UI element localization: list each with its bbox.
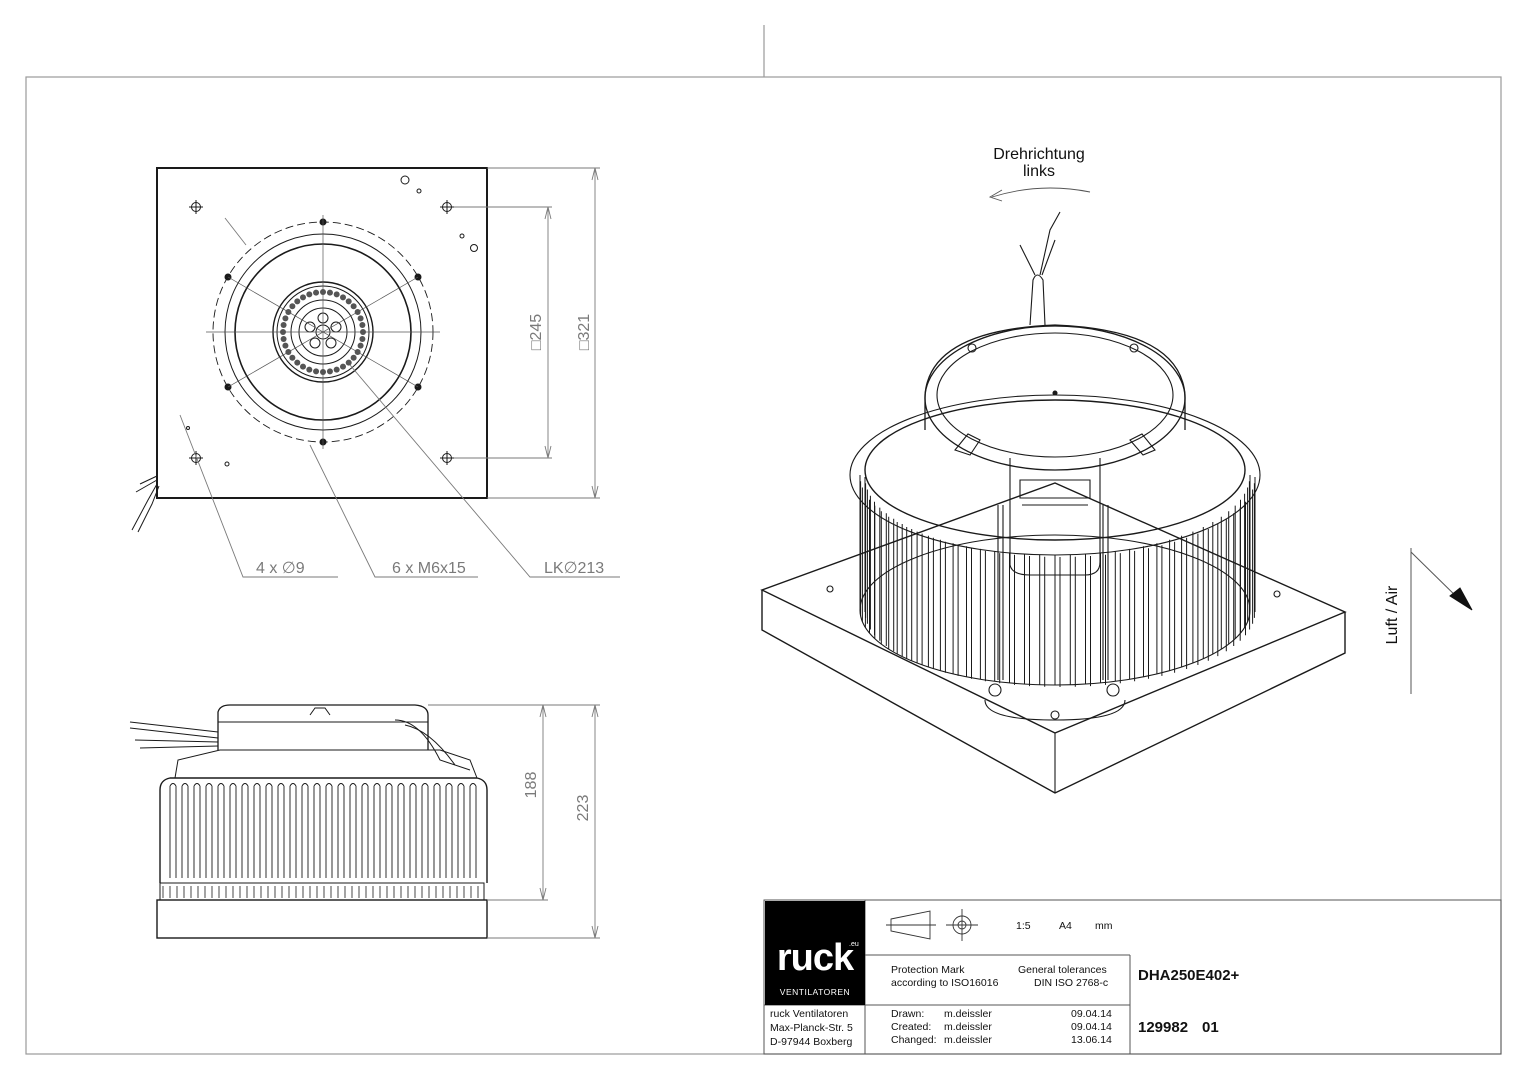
rotation-arrow <box>988 187 1091 202</box>
side-view <box>129 704 488 939</box>
product-code: DHA250E402+ <box>1138 967 1240 984</box>
revision: 01 <box>1202 1019 1219 1036</box>
top-view <box>131 167 488 533</box>
dim-outer-square: □321 <box>576 314 593 350</box>
rotation-label-1: Drehrichtung <box>993 146 1085 163</box>
dim-inner-square: □245 <box>528 314 545 350</box>
changed-date: 13.06.14 <box>1071 1034 1112 1046</box>
paper-size: A4 <box>1059 920 1072 932</box>
drawn-by: m.deissler <box>944 1008 992 1020</box>
company-street: Max-Planck-Str. 5 <box>770 1022 853 1034</box>
drawn-date: 09.04.14 <box>1071 1008 1112 1020</box>
created-date: 09.04.14 <box>1071 1021 1112 1033</box>
airflow-arrow <box>1410 548 1473 694</box>
tolerances-line1: General tolerances <box>1018 964 1107 976</box>
logo-subtitle: VENTILATOREN <box>779 987 851 997</box>
dim-threads: 6 x M6x15 <box>392 560 466 577</box>
dim-holes: 4 x ∅9 <box>256 560 305 577</box>
top-view-dimensions <box>179 167 620 578</box>
created-by: m.deissler <box>944 1021 992 1033</box>
unit-value: mm <box>1095 920 1113 932</box>
company-city: D-97944 Boxberg <box>770 1036 853 1048</box>
drawn-label: Drawn: <box>891 1008 925 1020</box>
projection-symbol-icon <box>886 909 978 941</box>
title-block-frame <box>763 899 1502 1055</box>
isometric-view <box>760 211 1347 794</box>
created-label: Created: <box>891 1021 932 1033</box>
drawing-number: 129982 <box>1138 1019 1189 1036</box>
top-view-dimension-labels: □245 □321 4 x ∅9 6 x M6x15 LK∅213 <box>256 314 604 577</box>
changed-by: m.deissler <box>944 1034 992 1046</box>
dim-height-body: 188 <box>523 772 540 799</box>
protection-mark-line2: according to ISO16016 <box>891 977 999 989</box>
logo-suffix: .eu <box>849 941 859 948</box>
scale-value: 1:5 <box>1016 920 1031 932</box>
dim-bolt-circle: LK∅213 <box>544 560 604 577</box>
logo-word: ruck <box>776 937 854 979</box>
company-name: ruck Ventilatoren <box>770 1008 849 1020</box>
side-view-dimension-labels: 188 223 <box>523 772 592 822</box>
changed-label: Changed: <box>891 1034 937 1046</box>
mounting-holes <box>189 200 454 465</box>
dim-height-total: 223 <box>575 795 592 822</box>
ruck-logo: ruck .eu VENTILATOREN <box>765 901 865 1005</box>
rotation-label-2: links <box>1023 163 1055 180</box>
side-view-dimensions <box>428 704 600 939</box>
airflow-label: Luft / Air <box>1384 585 1401 644</box>
protection-mark-line1: Protection Mark <box>891 964 965 976</box>
tolerances-line2: DIN ISO 2768-c <box>1034 977 1109 989</box>
